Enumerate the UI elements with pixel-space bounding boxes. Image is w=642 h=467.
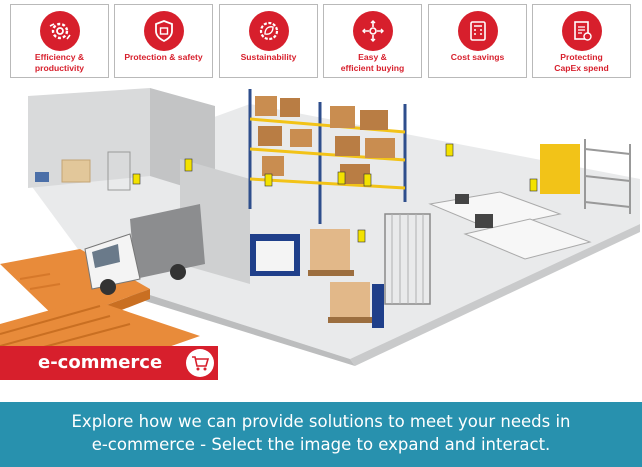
ecommerce-badge[interactable]: e-commerce [0, 346, 218, 380]
card-sustainability[interactable]: Sustainability [219, 4, 318, 78]
gear-speed-icon [40, 11, 80, 51]
document-money-icon [562, 11, 602, 51]
benefit-cards: Efficiency & productivity Protection & s… [10, 4, 632, 78]
warehouse-illustration[interactable] [0, 84, 642, 400]
instruction-caption: Explore how we can provide solutions to … [0, 402, 642, 467]
card-label: Protecting CapEx spend [554, 52, 609, 73]
card-easy-efficient-buying[interactable]: Easy & efficient buying [323, 4, 422, 78]
card-label: Easy & efficient buying [340, 52, 405, 73]
card-protecting-capex[interactable]: Protecting CapEx spend [532, 4, 631, 78]
card-label: Protection & safety [124, 52, 203, 62]
caption-line-1: Explore how we can provide solutions to … [71, 412, 571, 431]
card-label: Cost savings [450, 52, 505, 62]
shield-box-icon [144, 11, 184, 51]
compass-arrows-icon [353, 11, 393, 51]
card-label: Sustainability [240, 52, 297, 62]
card-efficiency-productivity[interactable]: Efficiency & productivity [10, 4, 109, 78]
card-cost-savings[interactable]: Cost savings [428, 4, 527, 78]
leaf-gear-icon [249, 11, 289, 51]
caption-line-2: e-commerce - Select the image to expand … [91, 435, 551, 454]
badge-label: e-commerce [38, 352, 163, 373]
card-protection-safety[interactable]: Protection & safety [114, 4, 213, 78]
card-label: Efficiency & productivity [34, 52, 85, 73]
shopping-cart-icon [186, 349, 214, 377]
calculator-icon [458, 11, 498, 51]
